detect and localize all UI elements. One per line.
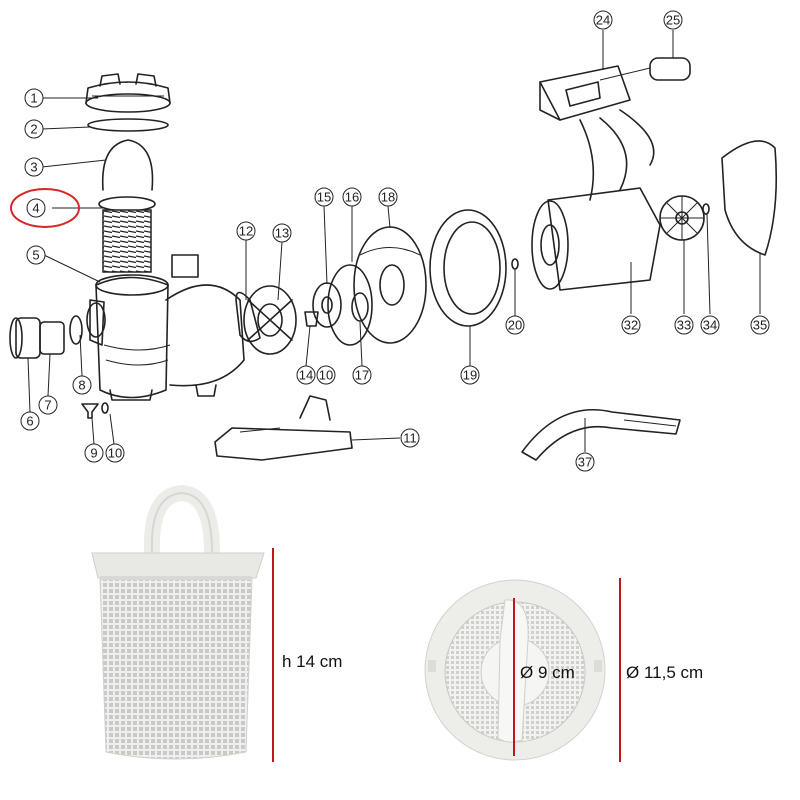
svg-text:24: 24 [596, 13, 610, 28]
callout-20: 20 [505, 315, 525, 335]
callout-15: 15 [314, 187, 334, 207]
part-fan-drawing [659, 195, 705, 241]
part-handle-drawing [101, 139, 154, 191]
svg-text:37: 37 [578, 455, 592, 470]
svg-text:5: 5 [32, 248, 39, 263]
svg-text:3: 3 [30, 160, 37, 175]
svg-text:4: 4 [32, 201, 39, 216]
callout-33: 33 [674, 315, 694, 335]
outer-diameter-label: Ø 11,5 cm [626, 663, 703, 682]
svg-text:1: 1 [30, 91, 37, 106]
part-seal-plate-drawing [353, 226, 427, 344]
basket-side-photo [91, 484, 265, 760]
callout-14: 14 [296, 365, 316, 385]
svg-text:14: 14 [299, 368, 313, 383]
part-oring-drawing [87, 118, 169, 132]
callout-8: 8 [72, 375, 92, 395]
callout-19: 19 [460, 365, 480, 385]
svg-text:33: 33 [677, 318, 691, 333]
svg-text:2: 2 [30, 122, 37, 137]
part-4-highlight-ring [10, 188, 80, 228]
callout-11: 11 [400, 428, 420, 448]
part-bracket-drawing [521, 408, 681, 461]
callout-1: 1 [24, 88, 44, 108]
svg-text:32: 32 [624, 318, 638, 333]
inner-diameter-label: Ø 9 cm [520, 663, 575, 682]
svg-text:7: 7 [44, 398, 51, 413]
svg-text:8: 8 [78, 378, 85, 393]
svg-text:34: 34 [703, 318, 717, 333]
callout-24: 24 [593, 10, 613, 30]
svg-text:10: 10 [319, 368, 333, 383]
part-diffuser-drawing [235, 285, 297, 355]
svg-text:13: 13 [275, 226, 289, 241]
callout-5: 5 [26, 245, 46, 265]
part-clamp-ring-drawing [429, 209, 507, 327]
svg-text:16: 16 [345, 190, 359, 205]
svg-text:9: 9 [90, 446, 97, 461]
part-fan-cover-drawing [721, 140, 778, 256]
part-tiny-oring-drawing [511, 258, 519, 270]
part-base-drawing [214, 395, 353, 461]
callout-16: 16 [342, 187, 362, 207]
part-lid-drawing [85, 73, 171, 113]
part-small-oring-drawing [101, 402, 109, 414]
callout-17: 17 [352, 365, 372, 385]
part-circlip-drawing [702, 203, 710, 215]
svg-text:17: 17 [355, 368, 369, 383]
callout-4: 4 [26, 198, 46, 218]
svg-text:11: 11 [403, 431, 417, 446]
height-label: h 14 cm [282, 652, 342, 671]
callout-10a: 10 [105, 443, 125, 463]
part-plug-drawing [81, 403, 99, 419]
callout-12: 12 [236, 221, 256, 241]
part-basket-drawing [98, 196, 156, 273]
svg-text:20: 20 [508, 318, 522, 333]
callout-35: 35 [750, 315, 770, 335]
svg-text:19: 19 [463, 368, 477, 383]
callout-9: 9 [84, 443, 104, 463]
part-union-drawing [9, 315, 83, 359]
callout-3: 3 [24, 157, 44, 177]
callout-2: 2 [24, 119, 44, 139]
svg-text:6: 6 [26, 414, 33, 429]
svg-text:18: 18 [381, 190, 395, 205]
callout-18: 18 [378, 187, 398, 207]
svg-text:25: 25 [666, 13, 680, 28]
svg-text:35: 35 [753, 318, 767, 333]
callout-34: 34 [700, 315, 720, 335]
part-terminal-box-drawing [539, 57, 691, 201]
callout-37: 37 [575, 452, 595, 472]
svg-text:10: 10 [108, 446, 122, 461]
part-housing-drawing [86, 254, 245, 401]
callout-25: 25 [663, 10, 683, 30]
callout-32: 32 [621, 315, 641, 335]
part-impeller-drawing [312, 264, 373, 346]
svg-text:12: 12 [239, 224, 253, 239]
leader-lines [27, 30, 761, 452]
svg-text:15: 15 [317, 190, 331, 205]
callout-13: 13 [272, 223, 292, 243]
callout-10b: 10 [316, 365, 336, 385]
callout-7: 7 [38, 395, 58, 415]
callout-6: 6 [20, 411, 40, 431]
part-motor-drawing [531, 187, 661, 291]
